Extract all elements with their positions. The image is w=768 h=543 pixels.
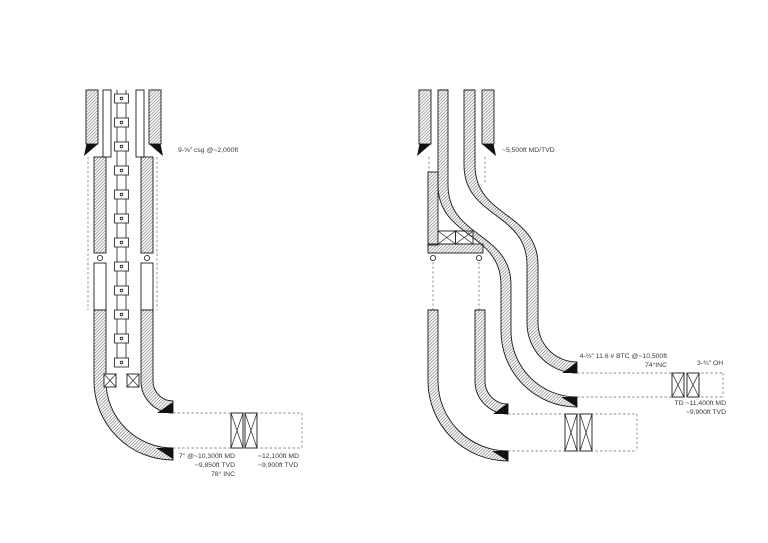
- production-casing-right-elbow: [140, 309, 174, 414]
- surface-casing-shoe-right: [149, 144, 163, 156]
- casing-collar: [97, 254, 104, 261]
- casing-shoe-label-line2: ~9,850ft TVD: [195, 462, 235, 469]
- surface-casing-shoe-left: [84, 144, 98, 156]
- original-open-hole-lateral: [508, 413, 638, 452]
- sidetrack-open-hole: [577, 372, 724, 398]
- sidetrack-bore-interior: [448, 90, 577, 397]
- original-lateral-shoe-bottom: [492, 451, 508, 461]
- right-well-schematic: ~5,500ft MD/TVD 4-½" 11.6 # BTC @~10,500…: [417, 89, 727, 462]
- outer-casing-shoe-label: ~5,500ft MD/TVD: [502, 147, 555, 154]
- outer-casing-shoe-right: [482, 144, 496, 156]
- production-casing-right-wall: [140, 262, 154, 311]
- original-casing-left-elbow: [427, 309, 509, 462]
- open-hole-lateral: [173, 412, 303, 449]
- production-casing-right-wall: [140, 156, 154, 254]
- production-casing-upper-right: [135, 89, 145, 158]
- surface-casing-left-wall: [85, 89, 99, 145]
- td-label-line2: ~9,900ft TVD: [258, 462, 298, 469]
- liner-label-line2: 74°INC: [645, 361, 667, 369]
- casing-collar: [429, 254, 436, 261]
- outer-casing-shoe-left: [417, 144, 431, 156]
- casing-collar: [475, 254, 482, 261]
- td-label-line1: ~12,100ft MD: [258, 453, 299, 460]
- casing-shoe-label-line1: 7" @~10,300ft MD: [179, 453, 235, 460]
- outer-casing-right-wall: [481, 89, 495, 145]
- outer-casing-left-wall: [418, 89, 432, 145]
- cement-plug-bar: [427, 243, 484, 254]
- td-label-line1: TD ~11,400ft MD: [675, 400, 727, 407]
- production-casing-left-wall: [93, 262, 107, 311]
- production-casing-left-wall: [93, 156, 107, 254]
- original-casing-left-wall: [427, 171, 439, 246]
- lateral-casing-shoe-top: [157, 402, 173, 413]
- sidetrack-liner-shoe-bottom: [561, 397, 577, 407]
- lateral-casing-shoe-bottom: [156, 448, 173, 459]
- open-hole-label: 3-¾" OH: [697, 360, 723, 367]
- liner-label-line1: 4-½" 11.6 # BTC @~10,500ft: [580, 352, 667, 360]
- tubing-joints: [114, 93, 129, 368]
- original-lateral-shoe-top: [493, 403, 508, 414]
- sidetrack-liner-shoe-top: [562, 362, 577, 373]
- casing-collar: [143, 254, 150, 261]
- production-casing-upper-left: [102, 89, 112, 158]
- casing-shoe-label-line3: 78° INC: [211, 470, 235, 478]
- left-well-schematic: 9-⅝" csg @~2,000ft 7" @~10,300ft MD ~9,8…: [84, 89, 303, 478]
- tubing-packer: [103, 373, 140, 388]
- surface-casing-right-wall: [148, 89, 162, 145]
- td-label-line2: ~9,900ft TVD: [686, 409, 726, 416]
- surface-casing-label: 9-⅝" csg @~2,000ft: [178, 147, 238, 154]
